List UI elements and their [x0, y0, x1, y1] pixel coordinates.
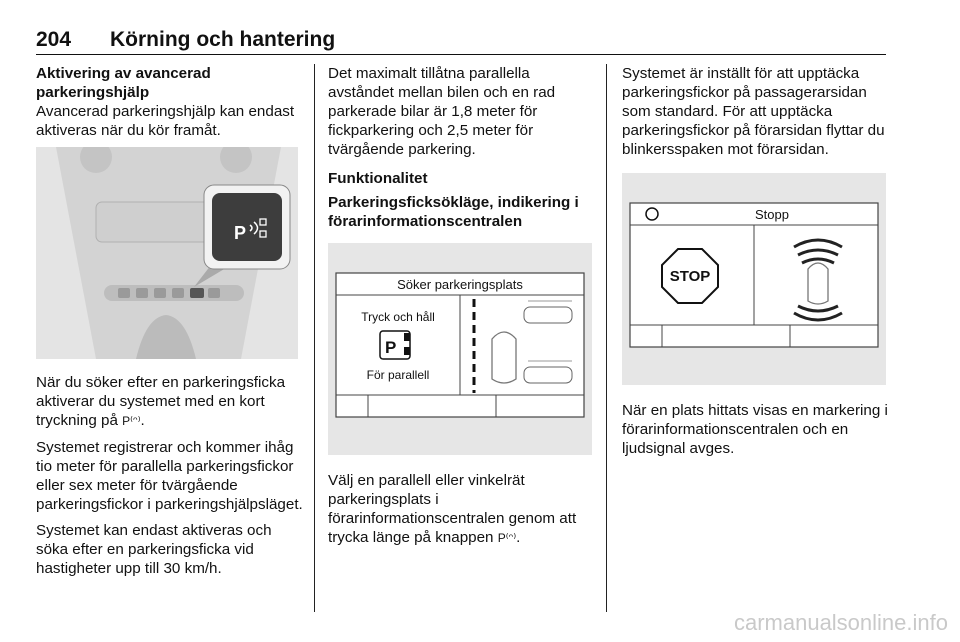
paragraph: Systemet kan endast aktiveras och söka e…: [36, 522, 272, 577]
paragraph: Avancerad parkeringshjälp kan endast akt…: [36, 103, 295, 139]
column-3: Systemet är inställt för att upptäcka pa…: [622, 64, 890, 465]
column-2: Det maximalt tillåtna parallella avstånd…: [328, 64, 594, 555]
paragraph: Systemet är inställt för att upptäcka pa…: [622, 65, 885, 158]
paragraph: Välj en parallell eller vinkelrät parker…: [328, 472, 577, 546]
parking-button-label: P: [234, 223, 246, 243]
parking-assist-icon: P⁽ᵔ⁾: [497, 531, 517, 545]
search-display-figure: Söker parkeringsplats Tryck och håll P F…: [328, 243, 592, 455]
page-title: Körning och hantering: [110, 28, 336, 51]
page-header: 204 Körning och hantering: [36, 28, 886, 55]
parking-icon-letter: P: [385, 338, 396, 357]
paragraph: Det maximalt tillåtna parallella avstånd…: [328, 65, 556, 158]
watermark: carmanualsonline.info: [733, 610, 948, 635]
section-heading: Aktivering av avancerad parkeringshjälp: [36, 65, 211, 101]
console-illustration: P: [36, 147, 298, 359]
paragraph: När en plats hittats visas en markering …: [622, 402, 888, 457]
steering-icon: [645, 207, 659, 221]
section-heading: Funktionalitet: [328, 170, 428, 187]
display-instruction: Tryck och håll: [361, 310, 435, 324]
paragraph: Systemet registrerar och kommer ihåg tio…: [36, 439, 303, 513]
display-title: Söker parkeringsplats: [397, 277, 523, 292]
paragraph: När du söker efter en parkeringsficka ak…: [36, 374, 286, 429]
sub-heading: Parkeringsficksökläge, indikering i föra…: [328, 194, 579, 230]
column-divider: [314, 64, 315, 612]
display-title: Stopp: [755, 207, 789, 222]
console-figure: P: [36, 147, 298, 359]
column-divider: [606, 64, 607, 612]
parking-assist-icon: P⁽ᵔ⁾: [122, 414, 141, 428]
stop-display-figure: Stopp STOP: [622, 173, 886, 385]
page-number: 204: [36, 28, 72, 51]
display-mode: För parallell: [367, 368, 430, 382]
stop-sign: STOP: [670, 268, 711, 285]
column-1: Aktivering av avancerad parkeringshjälp …: [36, 64, 304, 585]
